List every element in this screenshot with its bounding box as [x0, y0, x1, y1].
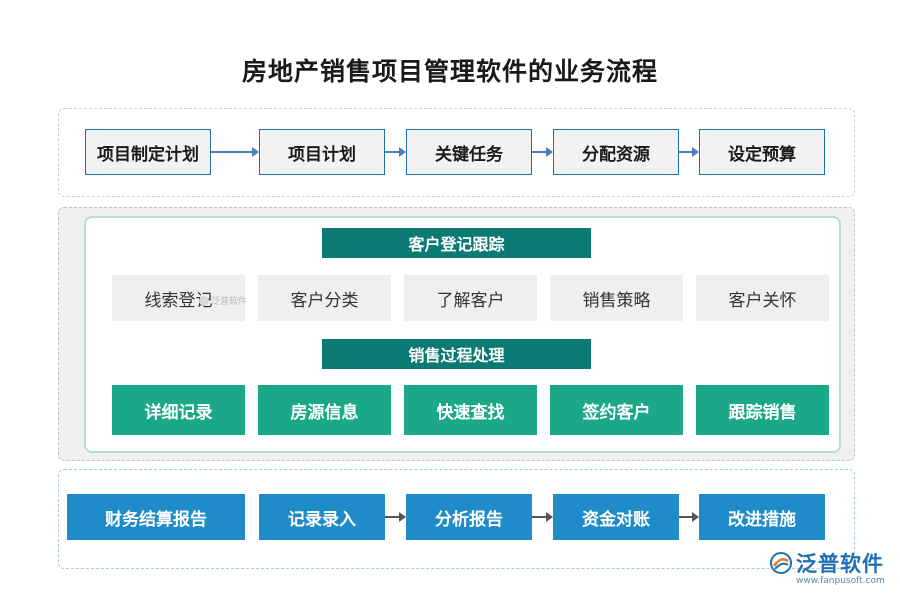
watermark-logo-icon: [199, 295, 209, 306]
step-improvement-measures: 改进措施: [699, 494, 825, 540]
step-financial-report: 财务结算报告: [67, 494, 245, 540]
arrow-icon: [532, 512, 553, 522]
header-sales-process: 销售过程处理: [322, 339, 591, 369]
step-fund-reconciliation: 资金对账: [553, 494, 679, 540]
step-analysis-report: 分析报告: [406, 494, 532, 540]
item-customer-care: 客户关怀: [696, 275, 829, 321]
item-sign-customer: 签约客户: [550, 385, 683, 435]
item-detailed-records: 详细记录: [112, 385, 245, 435]
item-sales-strategy: 销售策略: [550, 275, 683, 321]
brand-logo-icon: [770, 552, 792, 574]
arrow-icon: [532, 147, 553, 157]
item-track-sales: 跟踪销售: [696, 385, 829, 435]
step-key-tasks: 关键任务: [406, 129, 532, 175]
brand-logo-text: 泛普软件: [796, 552, 884, 576]
step-allocate-resources: 分配资源: [553, 129, 679, 175]
arrow-icon: [211, 147, 259, 157]
step-set-budget: 设定预算: [699, 129, 825, 175]
watermark-small: 泛普软件: [199, 294, 247, 307]
step-project-planning: 项目制定计划: [85, 129, 211, 175]
arrow-icon: [385, 147, 406, 157]
step-record-entry: 记录录入: [259, 494, 385, 540]
item-understand-customer: 了解客户: [404, 275, 537, 321]
item-customer-classification: 客户分类: [258, 275, 391, 321]
step-project-plan: 项目计划: [259, 129, 385, 175]
diagram-title: 房地产销售项目管理软件的业务流程: [241, 57, 658, 86]
arrow-icon: [679, 147, 699, 157]
item-property-info: 房源信息: [258, 385, 391, 435]
item-lead-registration: 线索登记: [112, 275, 245, 321]
header-customer-tracking: 客户登记跟踪: [322, 228, 591, 258]
brand-logo: 泛普软件 www.fanpusoft.com: [770, 548, 885, 586]
item-quick-search: 快速查找: [404, 385, 537, 435]
arrow-icon: [679, 512, 699, 522]
arrow-icon: [385, 512, 406, 522]
brand-logo-url: www.fanpusoft.com: [796, 576, 885, 586]
